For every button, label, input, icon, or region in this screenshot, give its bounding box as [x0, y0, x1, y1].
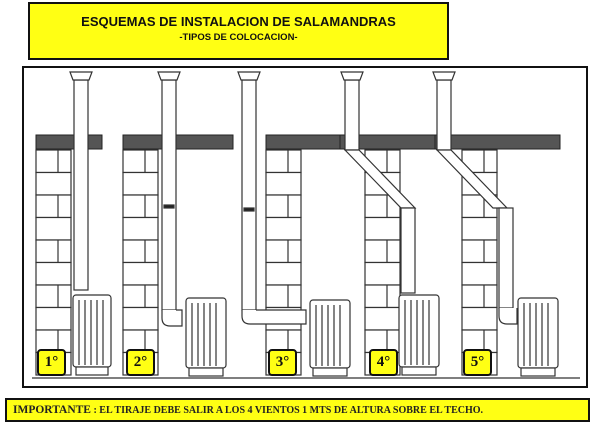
brick-wall-2 — [122, 171, 159, 196]
chimney-pipe-5 — [432, 71, 518, 325]
title-banner: ESQUEMAS DE INSTALACION DE SALAMANDRAS -… — [28, 2, 449, 60]
roof-slab-1 — [35, 134, 103, 150]
brick-wall-1 — [35, 194, 72, 219]
brick-wall-1 — [35, 284, 72, 309]
brick-wall-5 — [461, 216, 498, 241]
brick-wall-1 — [35, 171, 72, 196]
brick-wall-1 — [35, 306, 72, 331]
scheme-badge-5: 5° — [463, 349, 492, 376]
scheme-badge-4: 4° — [369, 349, 398, 376]
diagram-subtitle: -TIPOS DE COLOCACION- — [179, 32, 298, 43]
brick-wall-2 — [122, 239, 159, 264]
important-text: : EL TIRAJE DEBE SALIR A LOS 4 VIENTOS 1… — [90, 405, 484, 416]
stove-1 — [72, 294, 112, 376]
brick-wall-4 — [364, 306, 401, 331]
brick-wall-3 — [265, 216, 302, 241]
diagram-title: ESQUEMAS DE INSTALACION DE SALAMANDRAS — [81, 14, 396, 29]
brick-wall-3 — [265, 194, 302, 219]
brick-wall-2 — [122, 284, 159, 309]
brick-wall-3 — [265, 171, 302, 196]
brick-wall-3 — [265, 284, 302, 309]
brick-wall-5 — [461, 239, 498, 264]
brick-wall-4 — [364, 261, 401, 286]
scheme-badge-1: 1° — [37, 349, 66, 376]
brick-wall-1 — [35, 149, 72, 174]
brick-wall-2 — [122, 149, 159, 174]
stove-4 — [398, 294, 440, 376]
brick-wall-2 — [122, 306, 159, 331]
brick-wall-5 — [461, 261, 498, 286]
brick-wall-5 — [461, 284, 498, 309]
important-label: IMPORTANTE — [13, 404, 91, 416]
stove-5 — [517, 297, 559, 377]
brick-wall-4 — [364, 216, 401, 241]
brick-wall-2 — [122, 261, 159, 286]
chimney-pipe-2 — [157, 71, 183, 327]
chimney-pipe-3 — [237, 71, 307, 325]
scheme-badge-2: 2° — [126, 349, 155, 376]
scheme-badge-3: 3° — [268, 349, 297, 376]
roof-slab-5 — [434, 134, 561, 150]
chimney-pipe-1 — [69, 71, 93, 291]
brick-wall-1 — [35, 239, 72, 264]
brick-wall-3 — [265, 239, 302, 264]
brick-wall-1 — [35, 216, 72, 241]
brick-wall-3 — [265, 149, 302, 174]
stove-2 — [185, 297, 227, 377]
important-note: IMPORTANTE : EL TIRAJE DEBE SALIR A LOS … — [5, 398, 590, 422]
brick-wall-5 — [461, 306, 498, 331]
stove-3 — [309, 299, 351, 377]
chimney-pipe-4 — [340, 71, 417, 294]
roof-slab-2 — [122, 134, 234, 150]
brick-wall-2 — [122, 194, 159, 219]
brick-wall-3 — [265, 261, 302, 286]
brick-wall-2 — [122, 216, 159, 241]
brick-wall-4 — [364, 284, 401, 309]
brick-wall-1 — [35, 261, 72, 286]
brick-wall-4 — [364, 239, 401, 264]
